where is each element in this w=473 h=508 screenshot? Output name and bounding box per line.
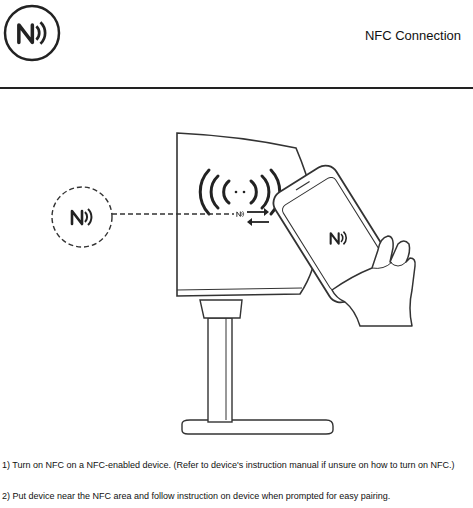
header-rule — [0, 87, 473, 89]
nfc-callout — [52, 187, 234, 247]
nfc-area-waves — [200, 170, 280, 214]
hand — [332, 236, 415, 326]
speaker-stand — [182, 300, 333, 434]
instruction-step: 1) Turn on NFC on a NFC-enabled device. … — [2, 459, 473, 472]
instruction-step: 2) Put device near the NFC area and foll… — [2, 490, 473, 503]
pairing-arrows — [237, 208, 269, 226]
nfc-logo — [5, 6, 59, 60]
page-title: NFC Connection — [365, 28, 461, 43]
